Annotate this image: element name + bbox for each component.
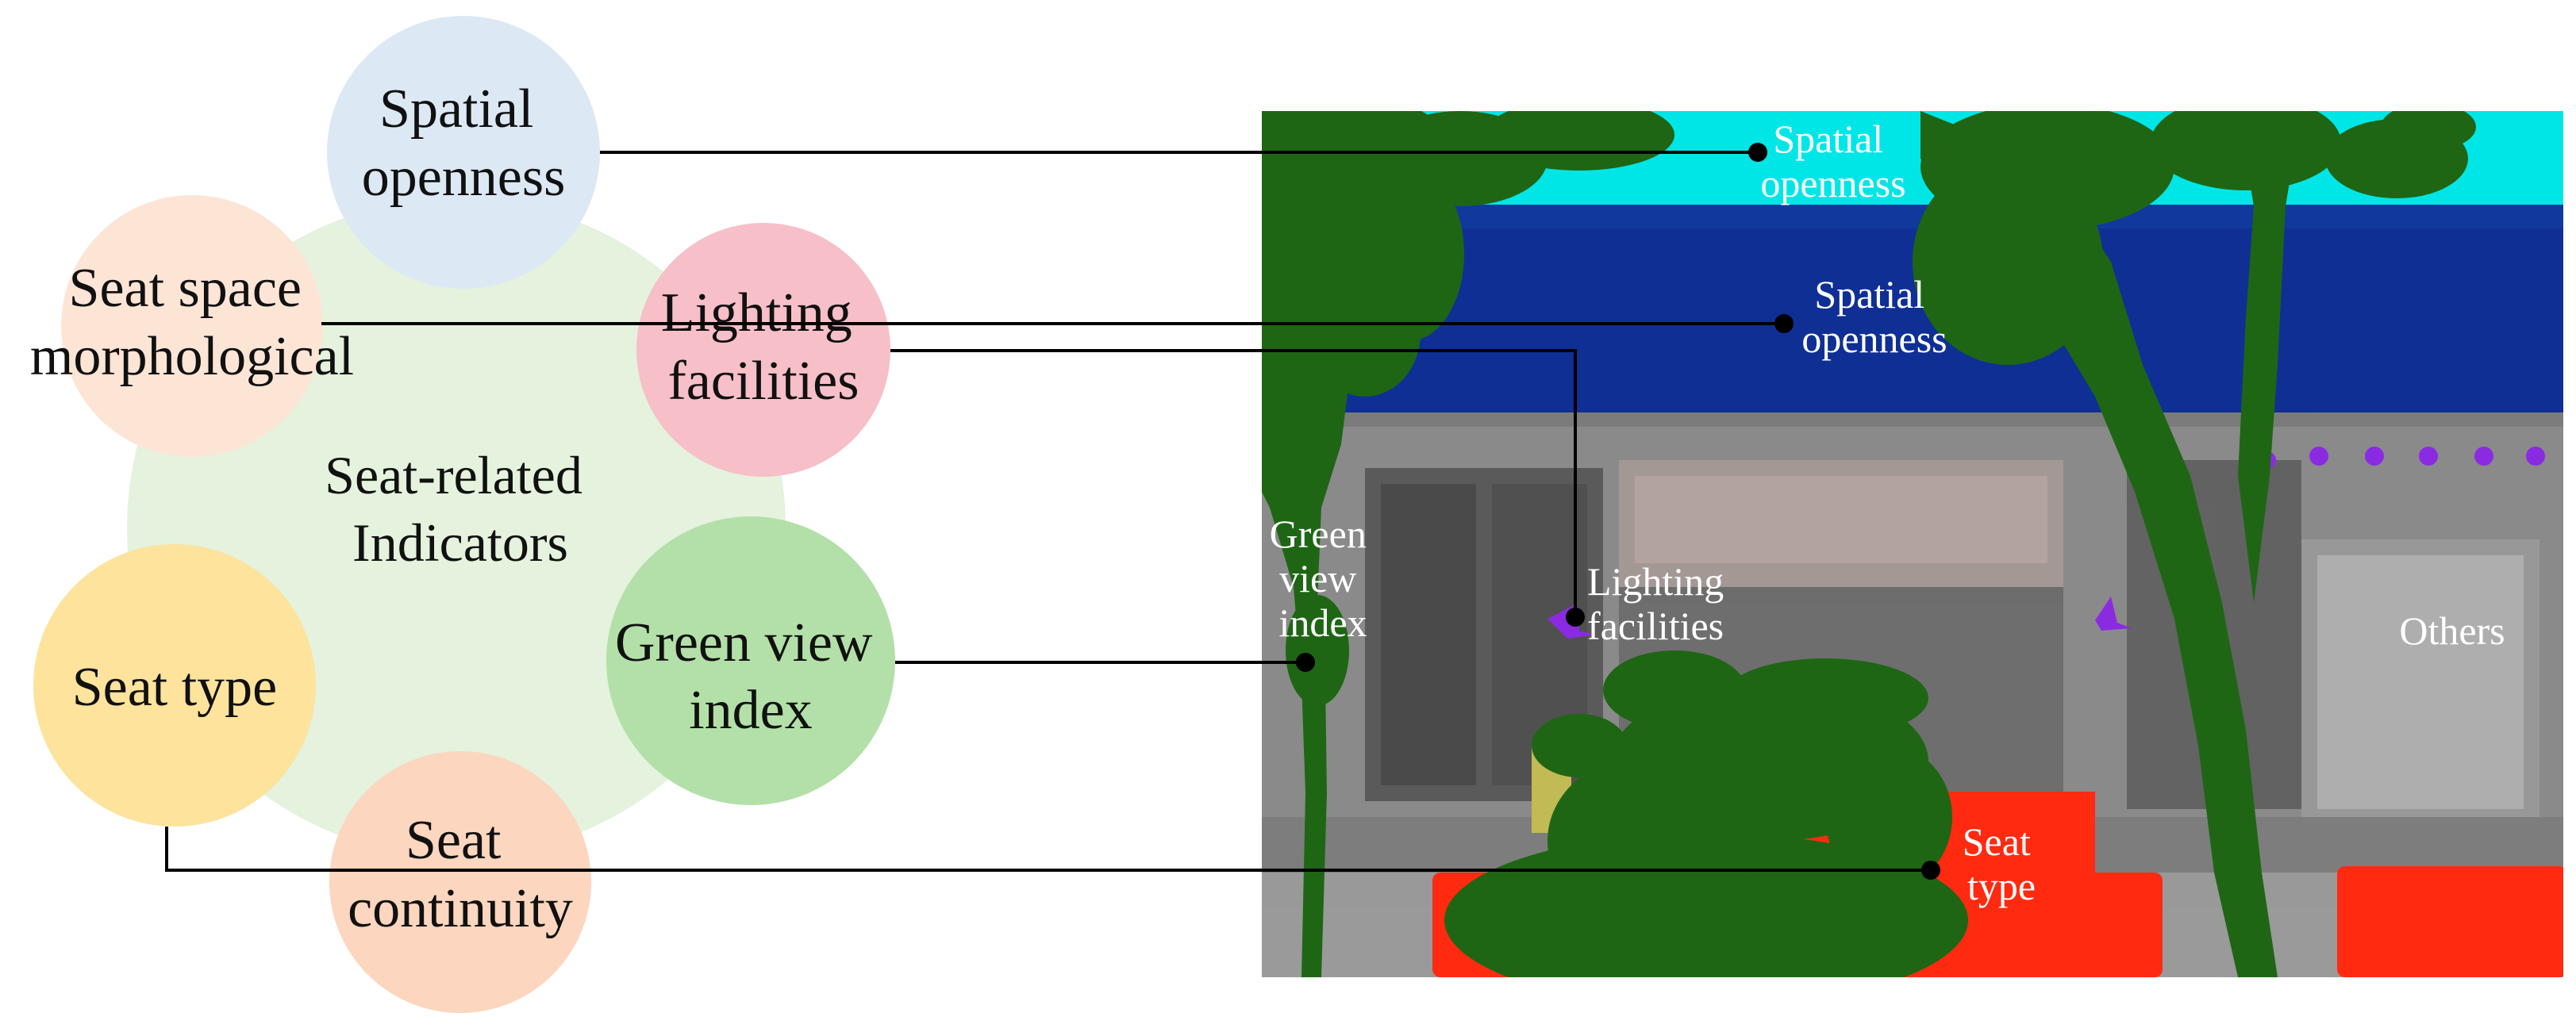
leader-dot-lamp [1566,608,1585,627]
circle-green-view-index: Green view index [606,516,895,805]
circle-lighting-facilities-label: Lighting facilities [661,282,867,412]
photo-label-building: Spatial openness [1801,272,1947,361]
circle-green-view-index-disk [606,516,895,805]
circle-seat-space-morphological-label: Seat space morphological [30,258,354,387]
leader-lines [165,143,1940,880]
circle-lighting-facilities-disk [636,223,890,477]
leader-seat [165,827,1931,872]
circle-green-view-index-label: Green view index [615,612,886,741]
photo-label-green: Green view index [1270,512,1377,645]
circle-seat-continuity: Seat continuity [329,751,591,1013]
circle-spatial-openness-label: Spatial openness [362,79,566,208]
photo-label-sky: Spatial openness [1760,117,1905,205]
circle-seat-space-morphological: Seat space morphological [30,195,354,457]
leader-dot-building [1774,314,1794,333]
circle-lighting-facilities: Lighting facilities [636,223,890,477]
circle-seat-continuity-label: Seat continuity [348,810,573,939]
leader-dot-green [1296,653,1315,672]
lamp-region [1548,447,2545,639]
circle-seat-type: Seat type [33,544,316,827]
photo-label-others: Others [2399,608,2505,653]
circle-spatial-openness-disk [327,16,600,289]
circle-seat-continuity-disk [329,751,591,1013]
photo-label-seat: Seat type [1963,819,2041,908]
indicator-diagram: Seat-related Indicators Spatial openness… [30,16,895,1013]
photo-label-lighting: Lighting facilities [1587,559,1734,648]
leader-dot-seat [1921,861,1940,880]
circle-seat-space-morphological-disk [61,195,323,457]
leader-lighting-lamp [890,349,1577,617]
center-label: Seat-related Indicators [325,445,596,573]
circle-seat-type-label: Seat type [72,657,278,718]
leader-dot-sky [1748,143,1767,162]
circle-spatial-openness: Spatial openness [327,16,600,289]
circle-seat-type-disk [33,544,316,827]
